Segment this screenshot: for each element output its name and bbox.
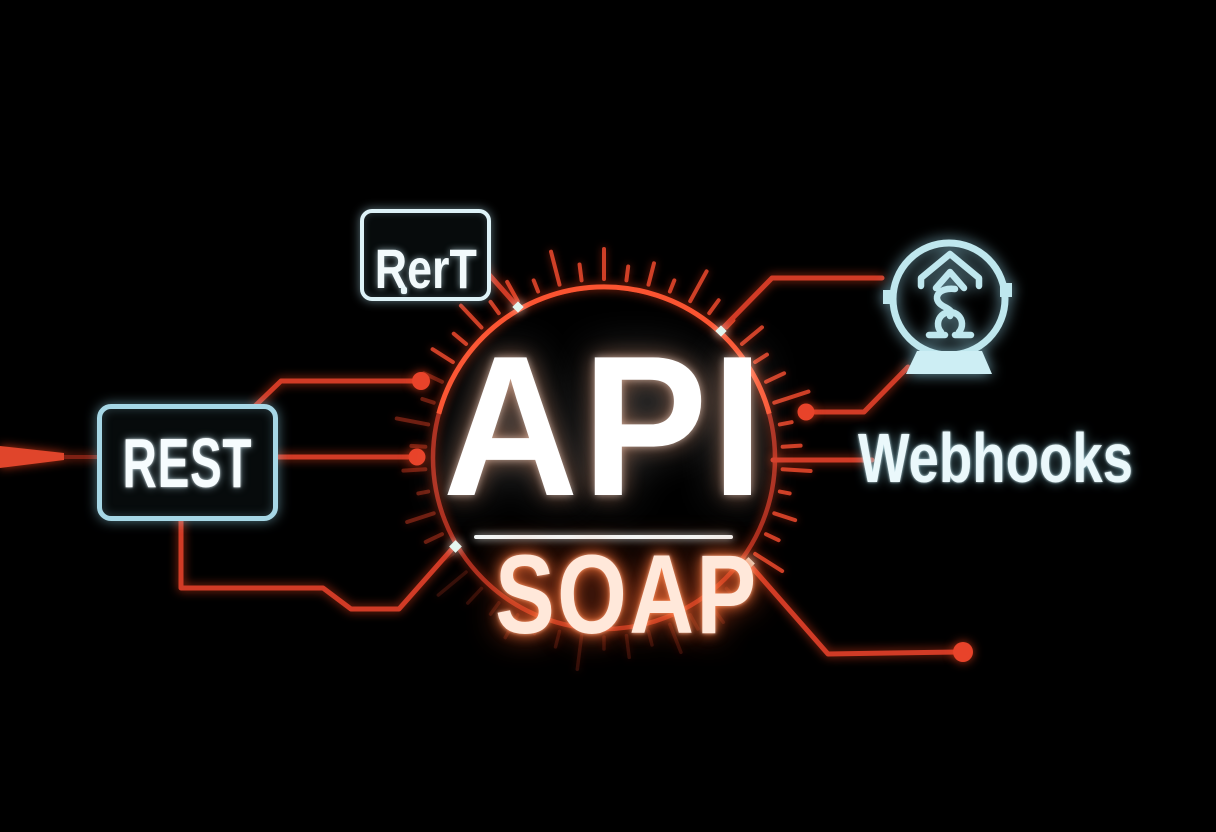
- gauge-tick: [777, 489, 792, 496]
- connector-dot-to-icon-base: [806, 364, 911, 415]
- gauge-tick: [420, 396, 436, 405]
- gauge-tick: [423, 532, 445, 544]
- gauge-ticks: [394, 247, 813, 672]
- gauge-tick: [753, 352, 769, 365]
- node-rest: REST: [97, 404, 278, 521]
- gauge-tick: [763, 371, 787, 384]
- soap-subtitle: SOAP: [495, 532, 759, 657]
- gauge-tick: [624, 633, 631, 660]
- gauge-tick: [772, 389, 811, 405]
- gauge-tick: [575, 633, 584, 672]
- gauge-tick: [646, 261, 656, 287]
- gauge-tick: [739, 325, 764, 346]
- gauge-tick: [409, 443, 428, 449]
- gauge-tick: [772, 511, 798, 523]
- gauge-tick: [763, 532, 781, 543]
- gauge-tick: [430, 347, 455, 365]
- diacritic-mark: [401, 287, 407, 294]
- junction-marker: [512, 301, 524, 313]
- webhooks-label: Webhooks: [858, 419, 1134, 497]
- gauge-tick: [405, 511, 436, 524]
- endpoint-dots: [408, 372, 973, 662]
- gauge-tick: [780, 467, 813, 473]
- endpoint-dot: [953, 642, 973, 662]
- gauge-tick: [532, 622, 540, 636]
- gauge-tick: [668, 622, 683, 655]
- gauge-tick: [436, 570, 468, 597]
- gauge-tick: [488, 601, 501, 616]
- gauge-tick: [777, 420, 794, 427]
- gauge-tick: [488, 299, 501, 316]
- gauge-tick: [416, 489, 431, 496]
- connector-rest-top: [252, 378, 421, 409]
- gauge-tick: [780, 443, 803, 449]
- node-rert: RerT: [360, 209, 491, 301]
- gauge-tick: [577, 262, 584, 283]
- gauge-tick: [549, 249, 562, 287]
- junction-marker: [715, 325, 727, 337]
- connector-rest-bottom: [178, 506, 455, 612]
- gauge-tick: [553, 629, 562, 649]
- gauge-tick: [505, 279, 520, 304]
- gauge-tick: [667, 278, 677, 294]
- icon-side-notch: [1000, 283, 1012, 297]
- gauge-tick: [688, 269, 709, 304]
- icon-side-notch: [883, 290, 895, 304]
- gauge-tick: [394, 416, 431, 427]
- rert-label: RerT: [374, 236, 477, 300]
- webhook-icon: [883, 239, 1012, 374]
- icon-lamp-base: [906, 351, 992, 374]
- gauge-tick: [503, 613, 520, 640]
- gauge-tick: [624, 264, 631, 283]
- gauge-tick: [740, 570, 753, 582]
- gauge-tick: [688, 613, 700, 631]
- connector-bottom-right: [747, 562, 961, 657]
- circuit-lines: [0, 258, 961, 657]
- gauge-tick: [753, 551, 785, 574]
- endpoint-dot: [408, 448, 426, 466]
- endpoint-dot: [412, 372, 430, 390]
- gauge-tick: [401, 467, 428, 473]
- api-title: API: [442, 315, 768, 538]
- gauge-tick: [724, 586, 742, 605]
- gauge-tick: [451, 331, 469, 346]
- rest-label: REST: [122, 423, 253, 502]
- title-divider-line: [474, 535, 733, 539]
- gauge-tick: [531, 278, 541, 294]
- gauge-tick: [458, 303, 484, 330]
- endpoint-dot: [797, 403, 815, 421]
- connector-left-arrow: [0, 446, 64, 468]
- gauge-tick: [646, 629, 654, 647]
- gauge-tick: [466, 586, 484, 605]
- gauge-tick: [707, 601, 726, 624]
- icon-arrow-omega-glyph: [917, 250, 983, 339]
- connector-circle-to-icon-top: [718, 275, 885, 333]
- gauge-tick: [707, 298, 721, 316]
